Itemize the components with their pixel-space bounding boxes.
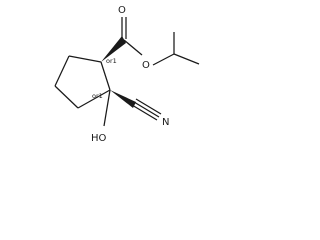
- isopropyl-bond: [173, 53, 200, 65]
- ring-bond: [68, 55, 102, 63]
- ring-bond: [54, 85, 79, 109]
- ring-bond: [54, 55, 70, 87]
- wedge-bond: [110, 90, 136, 108]
- stereo-label-c2: or1: [92, 92, 103, 100]
- hydroxyl-label: HO: [91, 133, 107, 144]
- ester-bond: [123, 39, 143, 56]
- nitrile-triple-bond: [131, 104, 158, 121]
- wedge-bond: [101, 36, 126, 62]
- nitrile-triple-bond: [135, 98, 162, 115]
- ring-bond: [100, 61, 111, 91]
- chemical-structure: O O N HO or1 or1: [54, 5, 200, 144]
- ester-oxygen-label: O: [142, 60, 150, 71]
- carbonyl-oxygen-label: O: [118, 5, 126, 16]
- isopropyl-bond: [152, 53, 175, 66]
- stereo-label-c1: or1: [106, 57, 117, 65]
- hydroxyl-bond: [103, 89, 111, 127]
- nitrile-nitrogen-label: N: [162, 117, 169, 128]
- ring-bond: [77, 89, 111, 109]
- nitrile-triple-bond: [133, 101, 160, 118]
